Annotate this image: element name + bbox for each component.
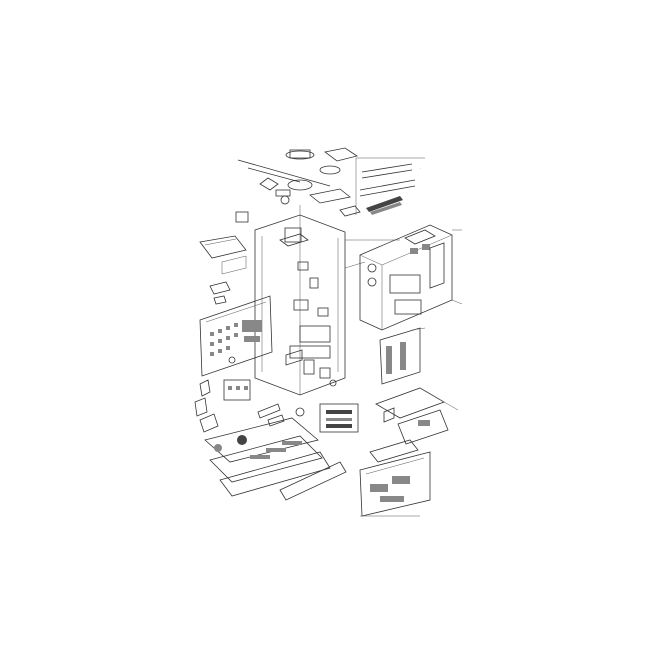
top-right-rail-set: · [355, 157, 425, 215]
control-panel-keypad [210, 320, 262, 356]
top-hinge-assembly [237, 147, 361, 217]
crisper-tray [295, 403, 359, 433]
left-shelf-panel [199, 211, 249, 305]
control-panel [199, 295, 273, 377]
right-shelf-parts [375, 387, 459, 445]
right-dispenser-module [344, 224, 463, 331]
bottom-right-drawer [359, 439, 431, 517]
mid-left-parts [194, 379, 285, 427]
cabinet-body [254, 205, 346, 396]
svg-text:·: · [420, 167, 421, 171]
right-drawer [379, 327, 426, 385]
bottom-left-drawer [199, 413, 347, 501]
